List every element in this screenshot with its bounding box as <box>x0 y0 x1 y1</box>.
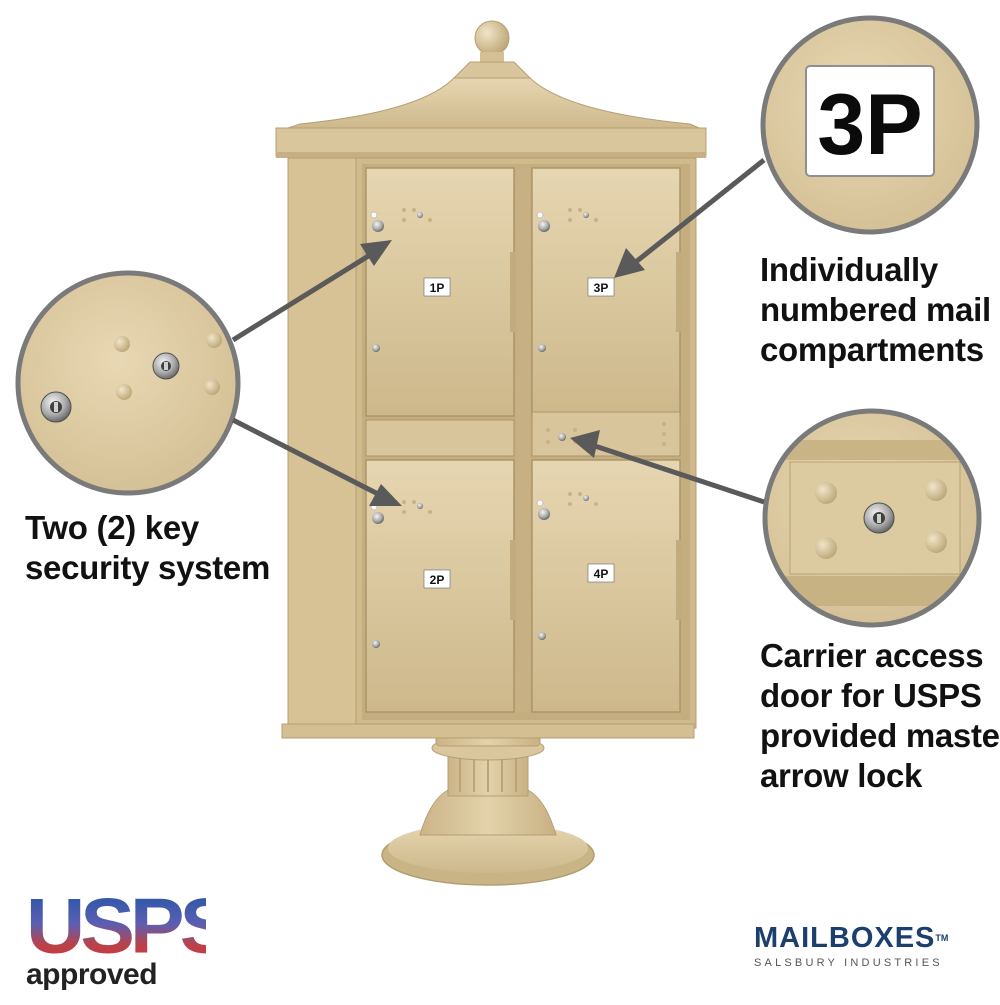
usps-logo-sub: approved <box>26 958 158 991</box>
lock-3p[interactable] <box>536 208 598 352</box>
callout-line: Carrier access <box>760 637 984 674</box>
plate-4p: 4P <box>594 567 609 581</box>
callout-line: Two (2) key <box>25 509 199 546</box>
callout-line: arrow lock <box>760 757 923 794</box>
brand-subtitle: SALSBURY INDUSTRIES <box>754 957 943 969</box>
usps-logo-word: USPS <box>26 883 234 970</box>
plate-3p: 3P <box>594 281 609 295</box>
usps-approved-logo: USPS approved <box>26 883 234 992</box>
plate-2p: 2P <box>430 573 445 587</box>
callout-key-security: Two (2) key security system <box>25 508 270 588</box>
callout-line: provided master <box>760 717 1000 754</box>
number-plates: 1P 3P 2P 4P <box>423 277 615 589</box>
zoom-carrier-access <box>762 408 982 628</box>
callout-carrier-access: Carrier access door for USPS provided ma… <box>760 636 1000 796</box>
callout-numbered-compartments: Individually numbered mail compartments <box>760 250 991 370</box>
brand-tm: TM <box>935 933 949 943</box>
pedestal <box>381 727 595 886</box>
callout-line: security system <box>25 549 270 586</box>
zoom-number-plate: 3P <box>760 15 980 235</box>
master-arrow-lock[interactable] <box>546 422 666 446</box>
callout-line: Individually <box>760 251 938 288</box>
brand-name: MAILBOXESTM <box>754 922 984 954</box>
zoom-key-security <box>15 270 241 496</box>
compartment-doors <box>365 167 682 713</box>
mailboxes-brand-logo: MAILBOXESTM SALSBURY INDUSTRIES <box>754 922 984 969</box>
lock-1p[interactable] <box>370 208 432 352</box>
brand-name-text: MAILBOXES <box>754 922 936 954</box>
zoom-plate-text: 3P <box>817 77 922 173</box>
plate-1p: 1P <box>430 281 445 295</box>
callout-arrows <box>231 158 766 506</box>
roof <box>275 20 707 158</box>
callout-line: door for USPS <box>760 677 982 714</box>
callout-line: numbered mail <box>760 291 991 328</box>
callout-line: compartments <box>760 331 984 368</box>
door-4p[interactable] <box>531 459 681 713</box>
lock-4p[interactable] <box>536 492 598 640</box>
